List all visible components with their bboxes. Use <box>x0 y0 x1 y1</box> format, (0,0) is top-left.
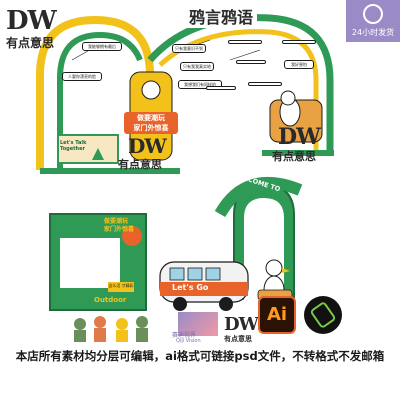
studio-name-en: Qiji Vision <box>176 338 201 344</box>
dw-logo-name: 有点意思 <box>6 36 55 50</box>
hanger-line-2: 家门外惊喜 <box>133 124 169 132</box>
center-logo-name: 有点意思 <box>118 158 162 171</box>
frame-sun <box>122 226 142 246</box>
bubble-4: 只有我我真实地 <box>180 62 214 71</box>
hanger-hole <box>141 80 161 100</box>
outdoor-label: Outdoor <box>94 296 127 304</box>
figurine-4 <box>136 316 148 328</box>
artwork-scene <box>36 14 334 342</box>
talk-sign-text: Let's Talk Together <box>60 140 87 152</box>
figurine-body-1 <box>74 330 86 342</box>
caravan-wheel-2 <box>219 297 233 311</box>
bubble-10 <box>206 86 236 90</box>
frame-title-2: 家门外惊喜 <box>104 226 135 233</box>
talk-sign-board <box>57 134 119 164</box>
studio-name-cn: 赛迪视界 <box>172 332 197 339</box>
bubble-5: 我想我们有同样的 <box>178 80 222 89</box>
hanger-label-bg <box>124 112 178 134</box>
footer-notice: 本店所有素材均分层可编辑，ai格式可链接psd文件，不转格式不发邮箱 <box>15 349 385 363</box>
figurine-body-3 <box>116 330 128 342</box>
green-arch-right <box>147 14 334 150</box>
tent-icon <box>92 148 104 160</box>
pen-tool-icon <box>304 296 342 334</box>
bubble-9: 我好害怕 <box>284 60 314 69</box>
ground-bar-left <box>40 168 180 174</box>
dw-logo-letters: DW <box>6 6 57 36</box>
right-logo-name: 有点意思 <box>272 150 316 163</box>
badge-text: 24小时发货 <box>351 28 395 37</box>
bubble-2: 我能够拥有最后 <box>82 42 122 51</box>
page-title: 鸦言鸦语 <box>185 4 258 28</box>
duck-mascot-beak <box>282 268 290 273</box>
bubble-11 <box>248 82 282 86</box>
duck-head-right <box>280 90 296 106</box>
caravan-wheel-1 <box>173 297 187 311</box>
welcome-ribbon <box>214 176 303 218</box>
bubble-7 <box>236 60 266 64</box>
brand-dw-name: 有点意思 <box>224 335 252 343</box>
yellow-arch-left <box>36 15 154 170</box>
caravan-stripe <box>160 282 248 296</box>
hanger-line-1: 做要潮玩 <box>137 114 165 122</box>
photo-frame-window <box>60 238 120 288</box>
studio-logo-mark <box>178 312 218 336</box>
bubble-6 <box>228 40 262 44</box>
caravan-label: Let's Go <box>172 283 209 292</box>
frame-title-1: 做要潮玩 <box>104 218 129 225</box>
clock-icon <box>363 4 383 24</box>
ground-bar-right <box>262 150 334 156</box>
caravan-window-2 <box>187 267 203 281</box>
caravan-window-3 <box>205 267 221 281</box>
figurine-body-2 <box>94 328 106 342</box>
caravan-window-1 <box>169 267 185 281</box>
center-logo-letters: DW <box>128 134 167 158</box>
frame-tag-bg <box>108 282 134 292</box>
figurine-1 <box>74 318 86 330</box>
figurine-3 <box>116 318 128 330</box>
brand-dw-letters: DW <box>224 314 259 335</box>
figurine-2 <box>94 316 106 328</box>
bubble-1: 人要你漂亮的脸 <box>62 72 102 81</box>
frame-tag: 这么活 才精彩 <box>108 283 134 288</box>
illustrator-icon: Ai <box>258 296 296 334</box>
hanger-text: 做要潮玩 家门外惊喜 <box>124 113 178 133</box>
figurine-body-4 <box>136 328 148 342</box>
bubble-3: 只有我意识不到 <box>172 44 206 53</box>
green-arch-inner <box>57 31 143 170</box>
duck-mascot-head <box>265 259 283 277</box>
shipping-badge: 24小时发货 <box>346 0 400 42</box>
bubble-8 <box>282 40 316 44</box>
right-logo-letters: DW <box>278 124 321 150</box>
frame-title: 做要潮玩 家门外惊喜 <box>104 218 134 234</box>
